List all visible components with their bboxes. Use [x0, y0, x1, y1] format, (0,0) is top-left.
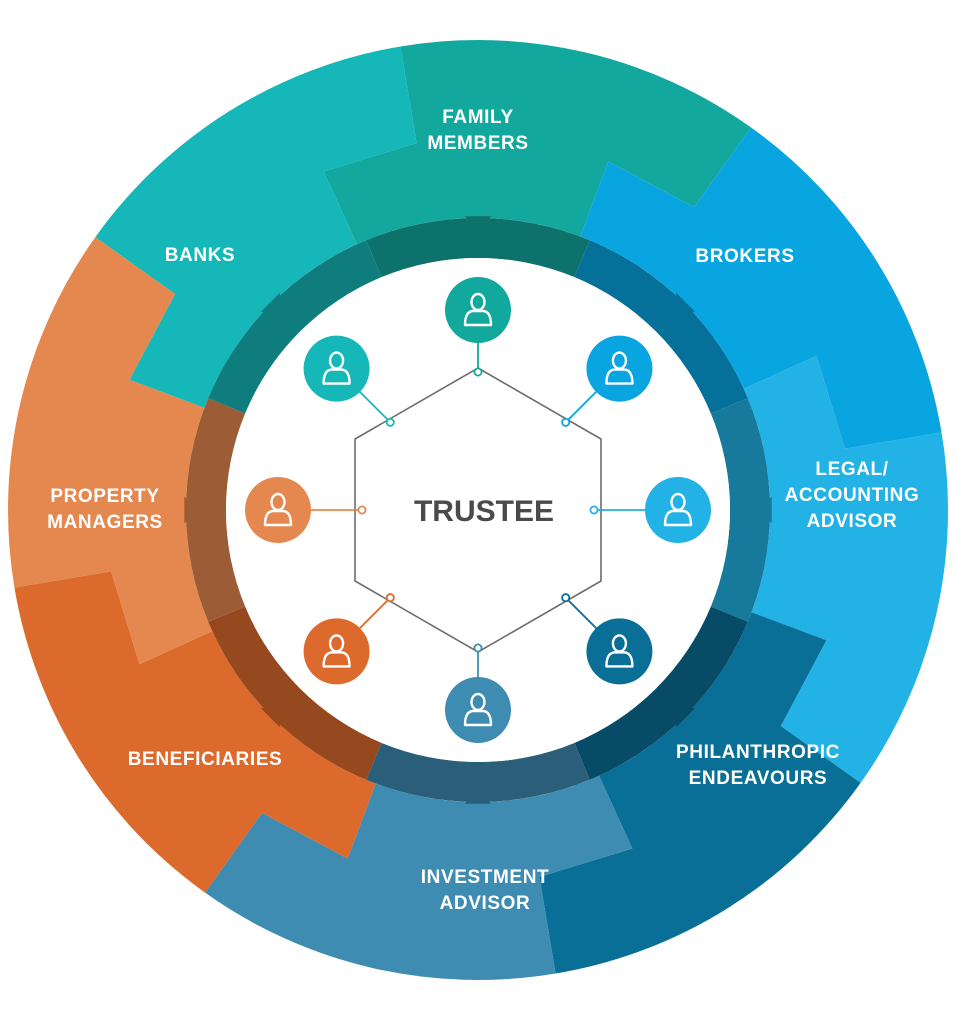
band-beneficiaries [208, 606, 382, 780]
person-node-property-managers [245, 477, 311, 543]
segment-philanthropic-endeavours [539, 612, 861, 974]
connector-dot-investment-advisor [473, 643, 483, 653]
connector-dot-property-managers [357, 505, 367, 515]
label-property-managers: PROPERTY MANAGERS [47, 486, 163, 533]
connector-dot-banks [385, 417, 395, 427]
label-beneficiaries: BENEFICIARIES [128, 749, 283, 770]
person-node-family-members [445, 277, 511, 343]
label-line: LEGAL/ [815, 459, 888, 480]
person-icon [605, 634, 634, 668]
connector-dot-legal-accounting-advisor [589, 505, 599, 515]
segment-labels: FAMILY MEMBERS BROKERS LEGAL/ACCOUNTING ADVI… [47, 107, 919, 914]
person-node-brokers [586, 335, 653, 402]
label-family-members: FAMILY MEMBERS [427, 107, 528, 154]
label-line: BROKERS [695, 246, 794, 267]
person-icon [463, 692, 493, 727]
pointer-investment-advisor [464, 788, 492, 804]
person-node-legal-accounting-advisor [645, 477, 711, 543]
label-line: BENEFICIARIES [128, 749, 283, 770]
pointer-banks [260, 292, 282, 314]
connector-dot-beneficiaries [385, 593, 395, 603]
person-nodes [245, 277, 711, 743]
label-line: ADVISOR [807, 511, 898, 532]
label-philanthropic-endeavours: PHILANTHROPIC ENDEAVOURS [676, 742, 840, 789]
segment-banks [95, 46, 417, 408]
person-icon [263, 492, 293, 527]
label-investment-advisor: INVESTMENT ADVISOR [421, 867, 549, 914]
label-line: MEMBERS [427, 133, 528, 154]
label-line: MANAGERS [47, 512, 163, 533]
band-investment-advisor [366, 742, 590, 802]
pointer-legal-accounting-advisor [756, 496, 772, 524]
band-philanthropic-endeavours [574, 606, 748, 780]
pointer-philanthropic-endeavours [674, 706, 696, 728]
inner-band [184, 216, 772, 804]
label-line: ADVISOR [440, 893, 531, 914]
connector-dot-philanthropic-endeavours [561, 593, 571, 603]
pointer-family-members [464, 216, 492, 232]
segment-brokers [580, 127, 942, 449]
connector-dot-brokers [561, 417, 571, 427]
person-node-philanthropic-endeavours [586, 618, 653, 685]
outer-ring [8, 40, 948, 980]
person-icon [605, 351, 634, 385]
person-icon [322, 351, 351, 385]
label-line: BANKS [165, 245, 236, 266]
segment-beneficiaries [14, 571, 376, 893]
person-icon [322, 634, 351, 668]
pointer-property-managers [184, 496, 200, 524]
band-family-members [366, 218, 590, 278]
pointer-beneficiaries [260, 706, 282, 728]
pointer-brokers [674, 292, 696, 314]
label-brokers: BROKERS [695, 246, 794, 267]
person-node-beneficiaries [303, 618, 370, 685]
person-icon [663, 492, 693, 527]
band-property-managers [186, 398, 246, 622]
label-line: ENDEAVOURS [689, 768, 828, 789]
segment-family-members [323, 40, 751, 245]
label-line: INVESTMENT [421, 867, 549, 888]
label-line: FAMILY [442, 107, 514, 128]
person-node-investment-advisor [445, 677, 511, 743]
label-banks: BANKS [165, 245, 236, 266]
person-icon [463, 292, 493, 327]
connector-dot-family-members [473, 367, 483, 377]
label-line: PROPERTY [50, 486, 159, 507]
band-brokers [574, 240, 748, 414]
band-banks [208, 240, 382, 414]
band-legal-accounting-advisor [710, 398, 770, 622]
segment-investment-advisor [205, 775, 633, 980]
label-line: ACCOUNTING [785, 485, 920, 506]
label-legal-accounting-advisor: LEGAL/ACCOUNTING ADVISOR [785, 459, 920, 532]
segment-legal-accounting-advisor [743, 355, 948, 783]
person-node-banks [303, 335, 370, 402]
label-line: PHILANTHROPIC [676, 742, 840, 763]
segment-property-managers [8, 237, 213, 665]
trustee-label: TRUSTEE [414, 495, 554, 528]
